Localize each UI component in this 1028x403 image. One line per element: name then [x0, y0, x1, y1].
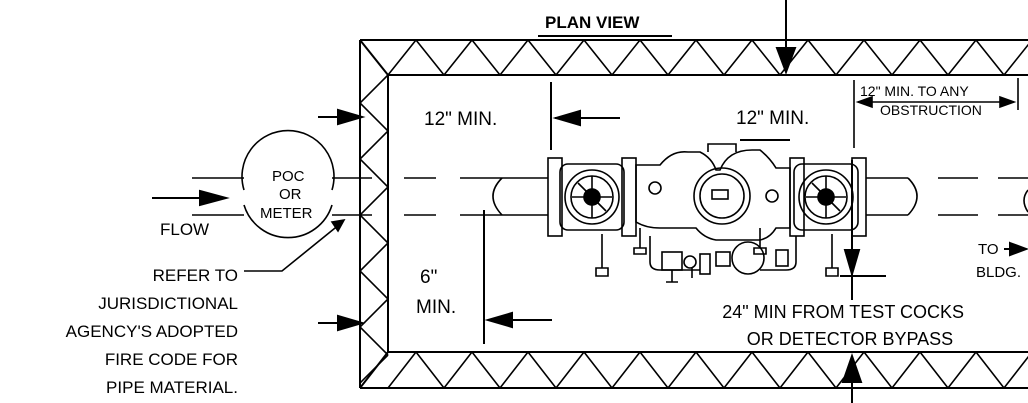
main-pipe: [460, 177, 1028, 216]
test-cocks-label-line1: 24" MIN FROM TEST COCKS: [722, 302, 964, 322]
to-bldg-label-line2: BLDG.: [976, 264, 1021, 281]
note-line-1: REFER TO: [153, 266, 238, 285]
center-clearance-dimension: [550, 82, 620, 150]
plan-view-title: PLAN VIEW: [545, 13, 640, 32]
inlet-pipe: [192, 177, 436, 216]
obstruction-label-line1: 12" MIN. TO ANY: [860, 83, 969, 99]
poc-label: POC: [272, 168, 305, 185]
bottom-clear-label-line1: 6": [420, 267, 437, 288]
flow-label: FLOW: [160, 220, 209, 239]
obstruction-dimension: [853, 78, 1019, 148]
note-line-3: AGENCY'S ADOPTED: [66, 322, 238, 341]
note-line-5: PIPE MATERIAL.: [106, 378, 238, 397]
poc-meter-symbol: POC OR METER: [241, 129, 335, 239]
left-wall-arrows: [318, 108, 366, 332]
test-cocks-label-line2: OR DETECTOR BYPASS: [747, 329, 953, 349]
or-label: OR: [279, 186, 302, 203]
wall-hatch-pattern: [360, 40, 1028, 388]
bottom-clearance-dimension: [483, 210, 552, 344]
meter-label: METER: [260, 205, 313, 222]
note-leader: [244, 218, 346, 272]
note-line-2: JURISDICTIONAL: [98, 294, 238, 313]
note-line-4: FIRE CODE FOR: [105, 350, 238, 369]
bottom-clear-label-line2: MIN.: [416, 297, 456, 318]
left-gate-valve-wheel-icon: [559, 163, 625, 231]
bottom-clearance-arrow: [841, 352, 863, 403]
to-bldg-label-line1: TO: [978, 241, 999, 258]
top-clearance-arrow: [775, 0, 797, 75]
pipe-material-note: REFER TO JURISDICTIONAL AGENCY'S ADOPTED…: [66, 266, 238, 397]
flow-arrow: [152, 189, 230, 207]
clearance-left-label: 12" MIN.: [424, 109, 497, 130]
clearance-center-label: 12" MIN.: [736, 108, 809, 129]
test-cock-dimension: [740, 139, 886, 300]
backflow-assembly: [547, 143, 867, 283]
obstruction-label-line2: OBSTRUCTION: [880, 102, 982, 118]
to-bldg-arrow: [1004, 241, 1028, 257]
enclosure-wall: [359, 39, 1028, 389]
